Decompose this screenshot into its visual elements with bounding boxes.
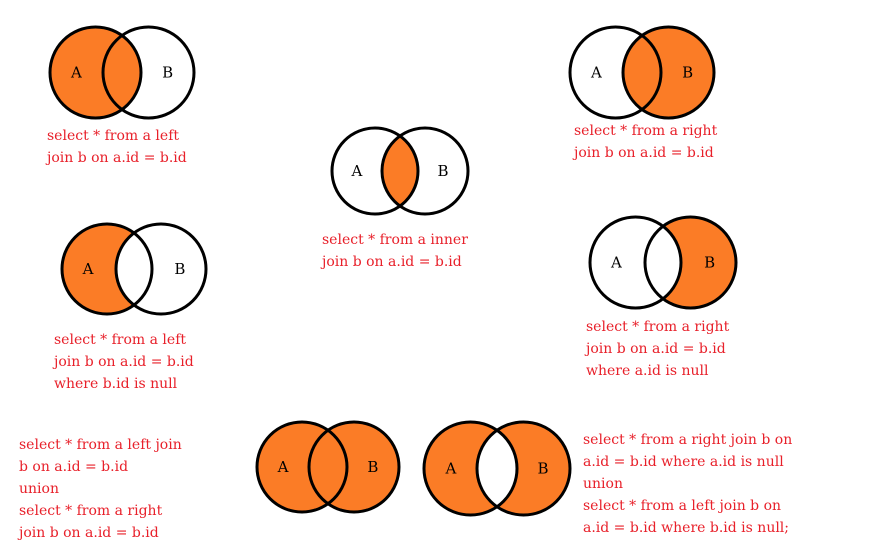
set-a-label: A	[351, 162, 363, 180]
circle-a-outline	[255, 420, 349, 514]
sql-line: join b on a.id = b.id	[54, 354, 194, 370]
sql-line: select * from a right join b on	[583, 432, 793, 448]
circle-b-outline	[380, 126, 470, 216]
intersection-region	[116, 224, 152, 314]
sql-line: union	[19, 481, 59, 497]
left-join-sql-caption: select * from a left join b on a.id = b.i…	[47, 125, 187, 169]
sql-line: b on a.id = b.id	[19, 459, 129, 475]
circle-b-outline	[307, 420, 401, 514]
sql-line: join b on a.id = b.id	[574, 145, 714, 161]
set-b-label: B	[704, 254, 715, 272]
set-a-label: A	[70, 64, 82, 82]
sql-line: where a.id is null	[586, 363, 709, 379]
full-outer-sql-caption: select * from a left join b on a.id = b.i…	[19, 434, 182, 544]
sql-line: join b on a.id = b.id	[47, 150, 187, 166]
circle-b-outline	[475, 420, 572, 517]
circle-b-outline	[621, 25, 716, 120]
sql-line: select * from a right	[586, 319, 730, 335]
sql-line: join b on a.id = b.id	[586, 341, 726, 357]
set-b-label: B	[162, 64, 173, 82]
intersection-region	[477, 422, 517, 515]
set-b-label: B	[538, 460, 549, 478]
sql-line: a.id = b.id where a.id is null	[583, 454, 784, 470]
set-a-label: A	[277, 458, 289, 476]
circle-a-outline	[48, 25, 143, 120]
set-b-label: B	[174, 260, 185, 278]
intersection-region	[645, 217, 681, 308]
sql-line: select * from a inner	[322, 232, 468, 248]
sql-line: union	[583, 476, 623, 492]
circle-a-outline	[60, 222, 154, 316]
circle-a-outline	[422, 420, 519, 517]
circle-a-outline	[568, 25, 663, 120]
sql-line: select * from a left	[54, 332, 186, 348]
sql-line: where b.id is null	[54, 376, 178, 392]
intersection-region	[382, 128, 418, 214]
sql-line: a.id = b.id where b.id is null;	[583, 520, 790, 536]
sql-line: select * from a right	[574, 123, 718, 139]
circle-b-outline	[114, 222, 208, 316]
symmetric-difference-sql-caption: select * from a right join b on a.id = b.…	[583, 429, 792, 539]
intersection-region	[103, 27, 141, 118]
circle-a-outline	[330, 126, 420, 216]
right-join-sql-caption: select * from a right join b on a.id = b.…	[574, 120, 717, 164]
sql-line: select * from a right	[19, 503, 163, 519]
set-a-label: A	[610, 254, 622, 272]
sql-line: select * from a left	[47, 128, 179, 144]
intersection-region	[623, 27, 661, 118]
sql-line: join b on a.id = b.id	[322, 254, 462, 270]
circle-a-outline	[588, 215, 683, 310]
sql-line: select * from a left join	[19, 437, 182, 453]
inner-join-sql-caption: select * from a inner join b on a.id = b.…	[322, 229, 468, 273]
intersection-region	[309, 422, 347, 512]
set-a-label: A	[82, 260, 94, 278]
set-a-label: A	[590, 64, 602, 82]
sql-line: join b on a.id = b.id	[19, 525, 159, 541]
sql-line: select * from a left join b on	[583, 498, 782, 514]
circle-b-outline	[101, 25, 196, 120]
set-b-label: B	[438, 162, 449, 180]
left-only-sql-caption: select * from a left join b on a.id = b.i…	[54, 329, 194, 395]
set-b-label: B	[682, 64, 693, 82]
set-a-label: A	[445, 460, 457, 478]
circle-b-outline	[643, 215, 738, 310]
set-b-label: B	[367, 458, 378, 476]
right-only-sql-caption: select * from a right join b on a.id = b.…	[586, 316, 729, 382]
